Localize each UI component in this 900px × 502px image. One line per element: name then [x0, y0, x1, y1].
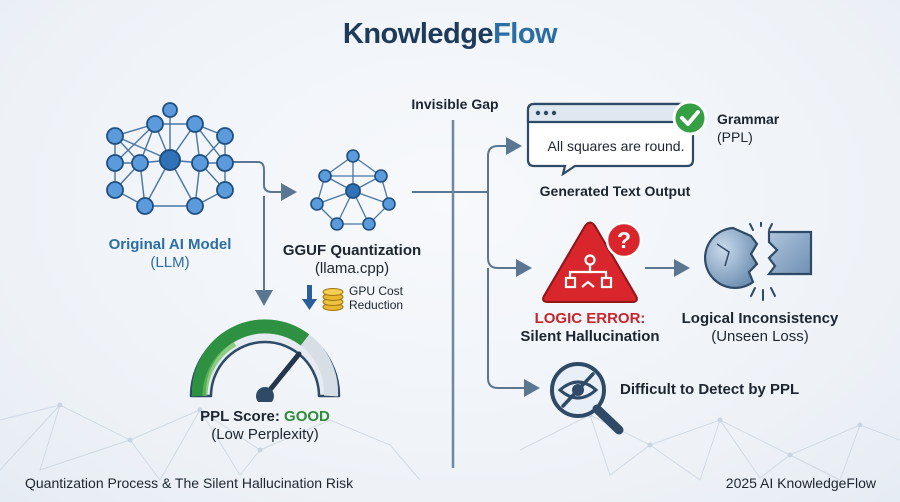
inconsistency-title: Logical Inconsistency [681, 310, 839, 327]
brand-title-part1: Knowledge [342, 18, 494, 50]
quantization-title: GGUF Quantization [282, 242, 422, 259]
brand-title: KnowledgeFlow [0, 18, 900, 51]
generated-text-caption: Generated Text Output [539, 183, 691, 199]
logic-error-label: LOGIC ERROR: Silent Hallucination [505, 310, 675, 346]
original-model-subtitle: (LLM) [150, 254, 190, 271]
brand-title-part2: Flow [493, 18, 558, 50]
gpu-cost-line1: GPU Cost [349, 284, 404, 298]
gpu-cost-label: GPU Cost Reduction [349, 284, 403, 312]
original-model-title: Original AI Model [108, 236, 232, 253]
broken-sphere-cube-icon [704, 222, 813, 301]
warning-triangle-icon [542, 221, 638, 303]
ppl-score-status: GOOD [284, 408, 330, 425]
inconsistency-subtitle: (Unseen Loss) [711, 328, 809, 345]
question-mark-icon: ? [605, 221, 643, 259]
ppl-score-subtitle: (Low Perplexity) [211, 426, 319, 443]
quantization-subtitle: (llama.cpp) [314, 260, 390, 277]
logic-error-line2: Silent Hallucination [520, 328, 660, 345]
down-arrow-icon [302, 285, 317, 310]
quantization-label: GGUF Quantization (llama.cpp) [272, 242, 432, 278]
detect-label: Difficult to Detect by PPL [620, 381, 800, 398]
footer-left: Quantization Process & The Silent Halluc… [25, 475, 354, 491]
grammar-title: Grammar [717, 111, 780, 127]
grammar-label: Grammar (PPL) [717, 110, 779, 146]
gpu-cost-line2: Reduction [349, 298, 404, 312]
grammar-subtitle: (PPL) [717, 129, 753, 145]
logic-error-line1: LOGIC ERROR: [534, 310, 646, 327]
gauge-icon [189, 319, 341, 402]
original-model-label: Original AI Model (LLM) [85, 236, 255, 272]
small-neural-network-icon [310, 149, 396, 231]
checkmark-icon [672, 100, 708, 136]
ppl-score-prefix: PPL Score: [200, 408, 285, 425]
cost-reduction-icons [302, 285, 344, 311]
neural-network-icon [106, 102, 234, 215]
output-bubble-text: All squares are round. [547, 138, 685, 154]
magnifier-eye-slash-icon [550, 362, 624, 435]
coin-stack-icon [322, 288, 344, 311]
footer-right: 2025 AI KnowledgeFlow [725, 475, 876, 491]
ppl-score-label: PPL Score: GOOD (Low Perplexity) [180, 408, 350, 444]
inconsistency-label: Logical Inconsistency (Unseen Loss) [670, 310, 850, 346]
invisible-gap-label: Invisible Gap [411, 96, 499, 112]
question-mark-glyph: ? [617, 227, 631, 253]
